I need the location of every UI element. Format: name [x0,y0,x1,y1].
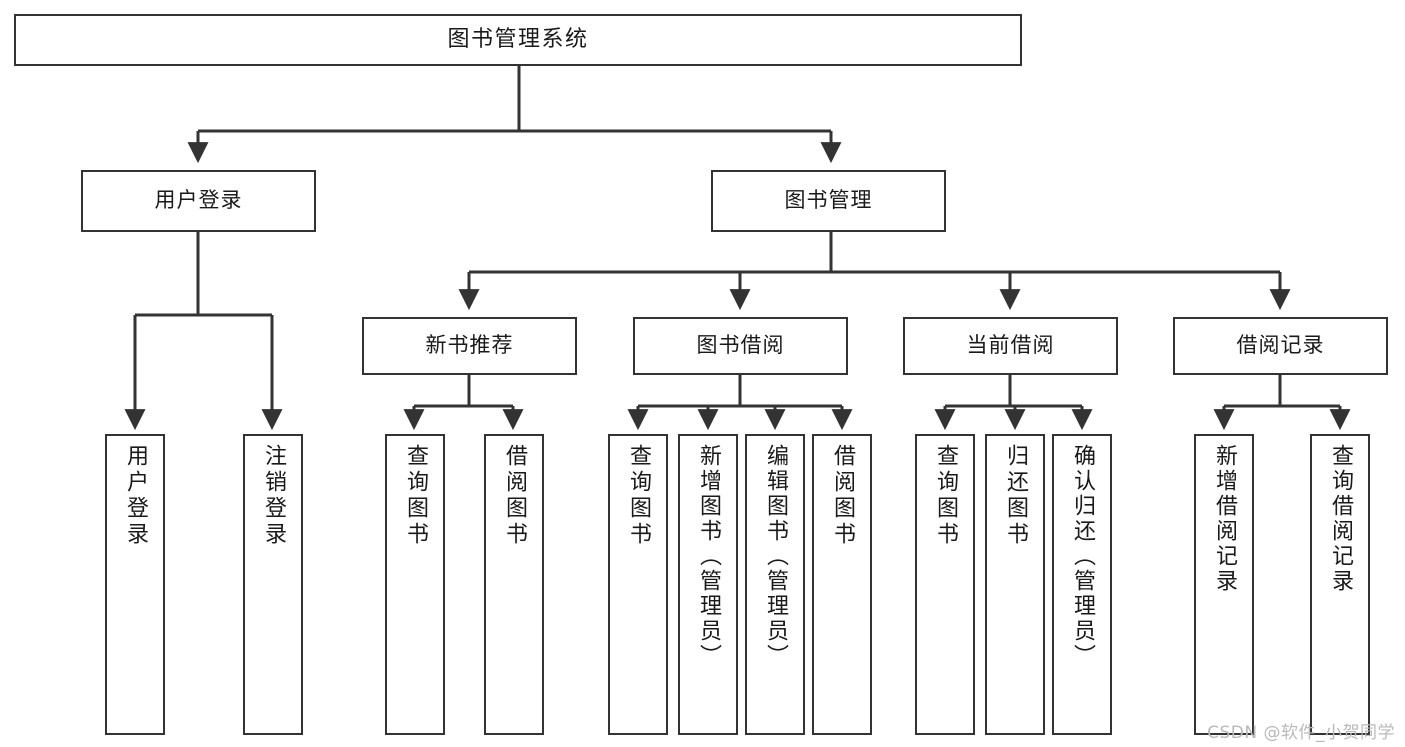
node-label: 查询图书 [626,444,651,548]
node-label: 新增图书（管理员） [696,444,721,669]
leaf-add-book-admin[interactable]: 新增图书（管理员） [678,434,738,735]
node-book-borrow[interactable]: 图书借阅 [633,317,848,375]
node-label: 新增借阅记录 [1212,444,1237,594]
node-label: 借阅图书 [830,444,855,548]
node-label: 图书借阅 [696,333,785,358]
leaf-query-book-current[interactable]: 查询图书 [915,434,975,735]
node-label: 注销登录 [261,444,286,548]
leaf-logout-login[interactable]: 注销登录 [243,434,303,735]
node-label: 图书管理系统 [447,26,589,52]
node-label: 查询借阅记录 [1328,444,1353,594]
leaf-edit-book-admin[interactable]: 编辑图书（管理员） [745,434,805,735]
leaf-query-book-borrow[interactable]: 查询图书 [608,434,668,735]
leaf-user-login[interactable]: 用户登录 [105,434,165,735]
leaf-query-borrow-record[interactable]: 查询借阅记录 [1310,434,1370,735]
node-label: 当前借阅 [966,333,1055,358]
node-label: 查询图书 [403,444,428,548]
node-label: 编辑图书（管理员） [763,444,788,669]
node-label: 归还图书 [1003,444,1028,548]
node-new-book-recommend[interactable]: 新书推荐 [362,317,577,375]
node-user-login[interactable]: 用户登录 [81,170,316,232]
leaf-confirm-return-admin[interactable]: 确认归还（管理员） [1052,434,1112,735]
node-label: 查询图书 [933,444,958,548]
node-label: 用户登录 [154,188,243,213]
leaf-query-book-recommend[interactable]: 查询图书 [385,434,445,735]
node-label: 新书推荐 [425,333,514,358]
leaf-borrow-book-recommend[interactable]: 借阅图书 [484,434,544,735]
leaf-add-borrow-record[interactable]: 新增借阅记录 [1194,434,1254,735]
node-label: 用户登录 [123,444,148,548]
leaf-borrow-book-borrow[interactable]: 借阅图书 [812,434,872,735]
leaf-return-book[interactable]: 归还图书 [985,434,1045,735]
node-current-borrow[interactable]: 当前借阅 [903,317,1118,375]
node-book-management[interactable]: 图书管理 [711,170,946,232]
node-label: 确认归还（管理员） [1070,444,1095,669]
node-label: 借阅图书 [502,444,527,548]
node-label: 图书管理 [784,188,873,213]
node-root-book-management-system[interactable]: 图书管理系统 [14,14,1022,66]
csdn-watermark: CSDN @软件_小贺同学 [1207,723,1395,743]
node-borrow-record[interactable]: 借阅记录 [1173,317,1388,375]
node-label: 借阅记录 [1236,333,1325,358]
